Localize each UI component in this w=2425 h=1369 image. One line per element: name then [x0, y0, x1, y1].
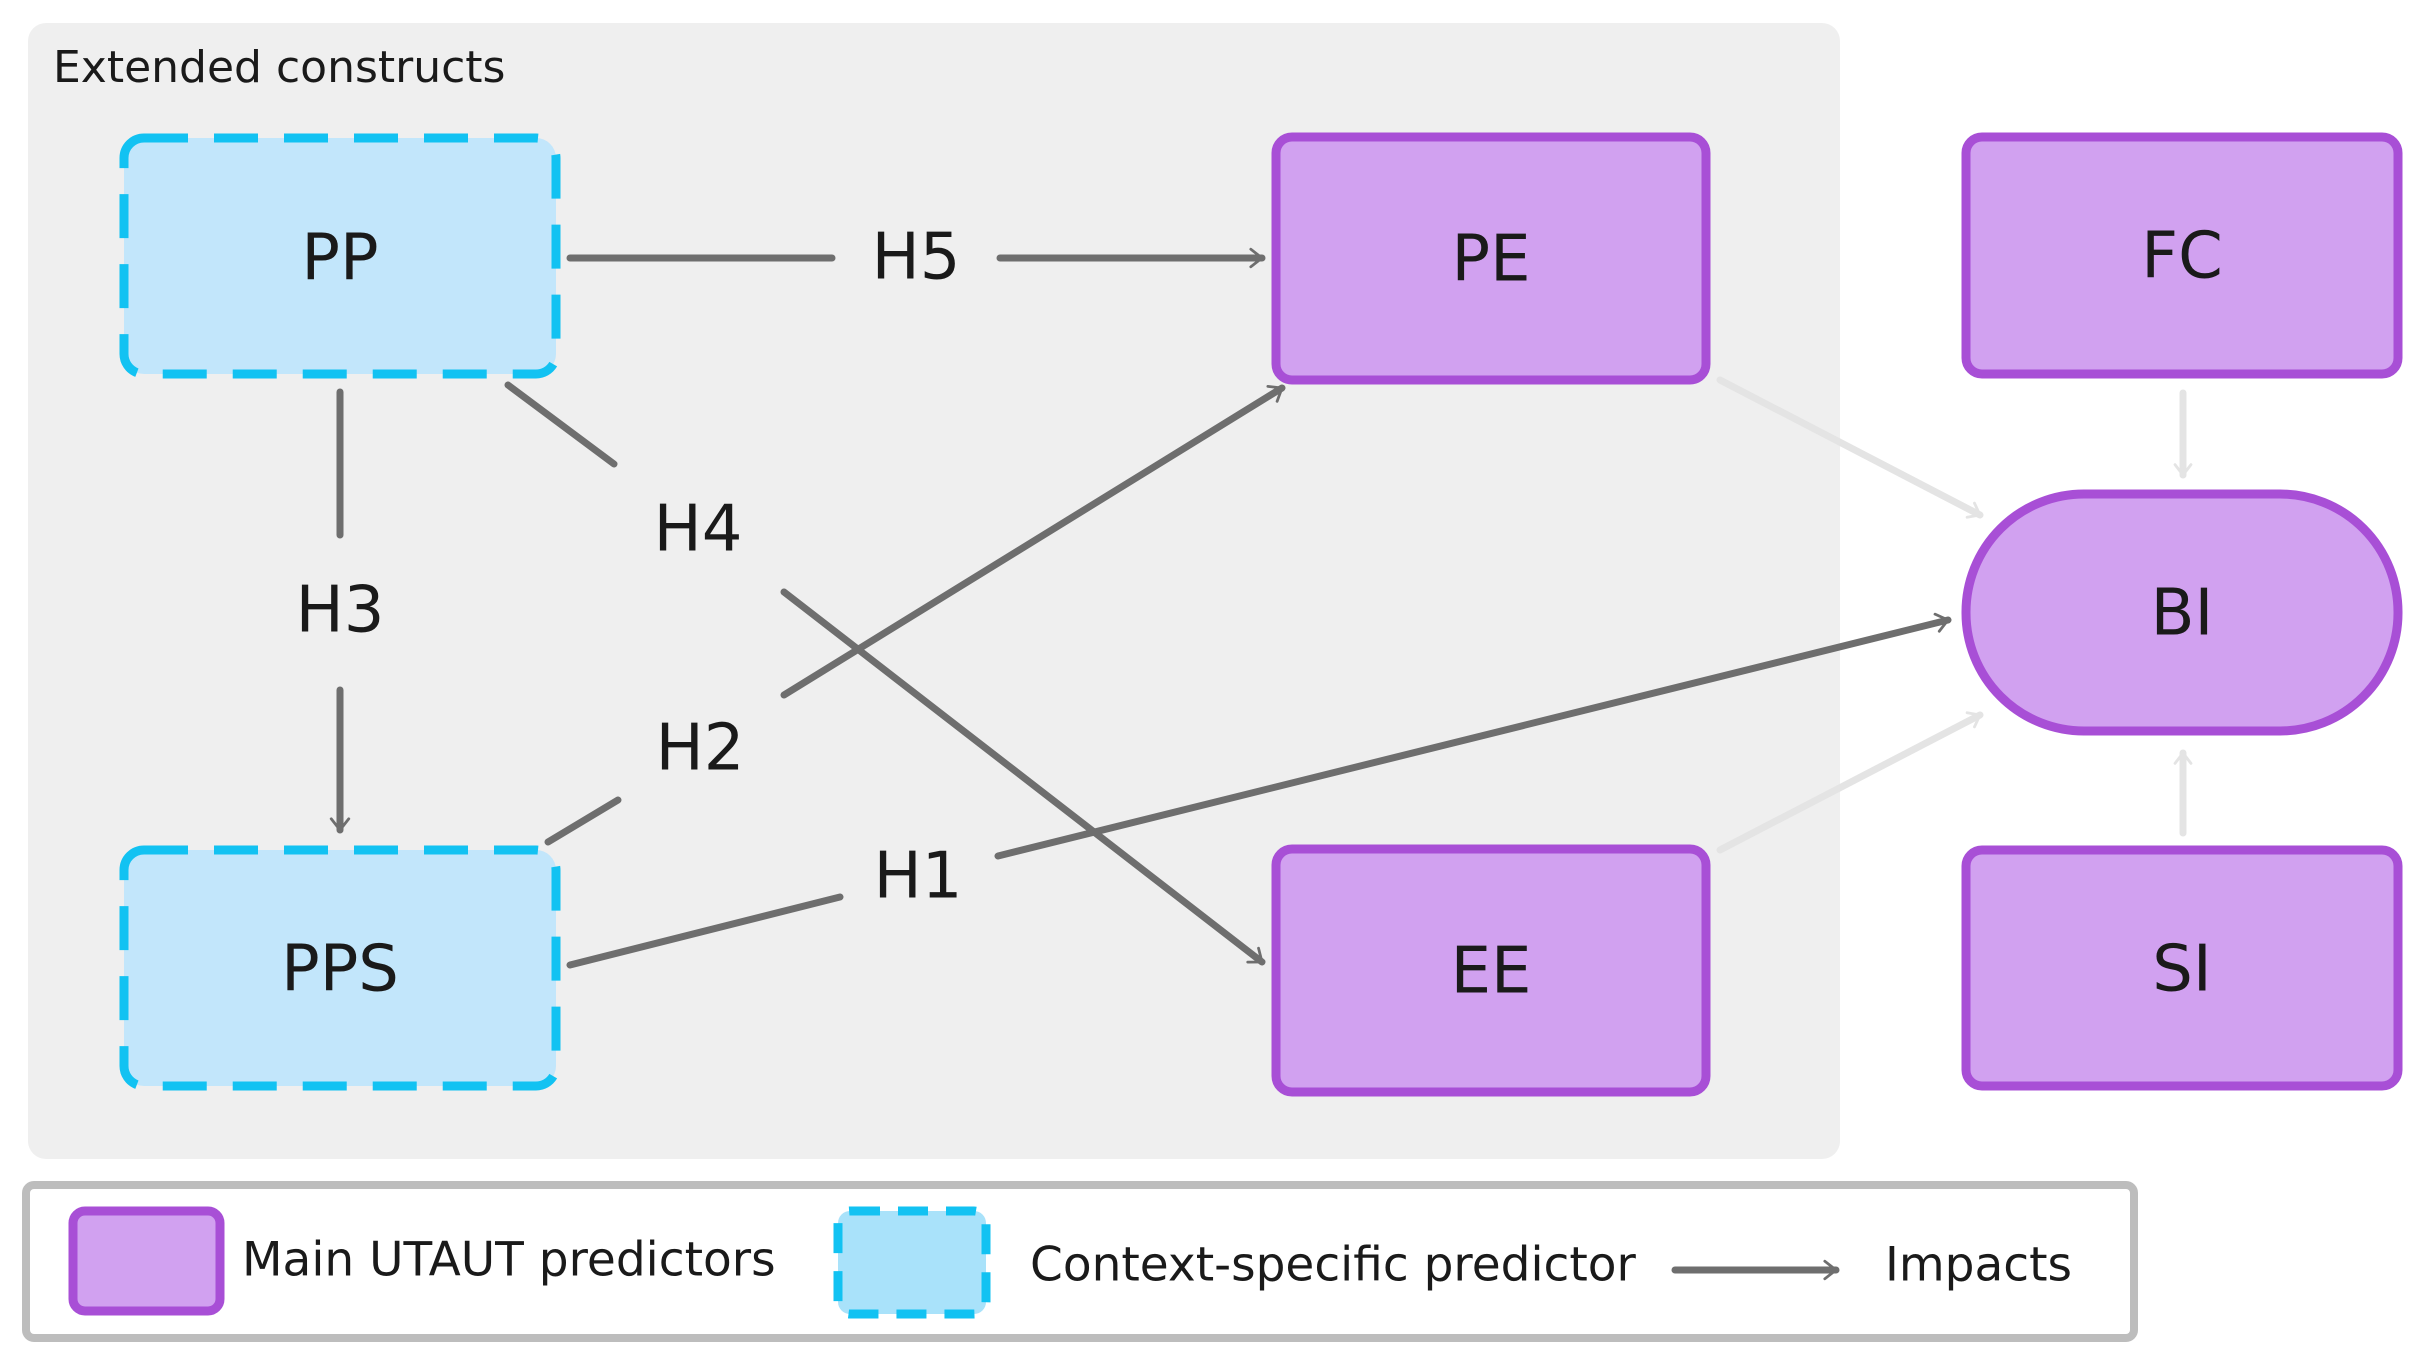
- label-h2: H2: [656, 712, 745, 786]
- legend: Main UTAUT predictors Context-specific p…: [22, 1181, 2138, 1342]
- node-pp-label: PP: [301, 222, 378, 296]
- legend-context-swatch: [833, 1206, 991, 1319]
- hypothesis-arrows: [329, 247, 1952, 969]
- node-ee: EE: [1271, 844, 1711, 1097]
- arrow-h4-segment-b: [780, 588, 1266, 966]
- node-pe-label: PE: [1451, 223, 1530, 297]
- label-h1: H1: [874, 840, 963, 914]
- arrow-h1-segment-a: [566, 893, 844, 969]
- node-si: SI: [1961, 845, 2403, 1091]
- arrow-h2-segment-a: [544, 796, 622, 846]
- arrow-ee-bi: [1716, 711, 1984, 854]
- node-bi-label: BI: [2151, 577, 2214, 651]
- label-h3: H3: [296, 574, 385, 648]
- arrow-pe-bi: [1716, 376, 1984, 519]
- node-pps: PPS: [119, 845, 561, 1091]
- faint-arrows: [1716, 376, 2193, 854]
- node-pp: PP: [119, 133, 561, 379]
- node-fc-label: FC: [2141, 220, 2223, 294]
- hypothesis-labels: H5 H3 H4 H2 H1: [296, 221, 963, 914]
- node-si-label: SI: [2152, 933, 2212, 1007]
- legend-impacts-label: Impacts: [1885, 1238, 2072, 1293]
- node-fc: FC: [1961, 132, 2403, 379]
- node-bi: BI: [1961, 489, 2403, 736]
- node-ee-label: EE: [1451, 935, 1532, 1009]
- legend-main-swatch: [68, 1206, 225, 1316]
- arrow-h1-segment-b: [994, 612, 1952, 860]
- arrow-h2-segment-b: [780, 384, 1286, 699]
- group-title: Extended constructs: [53, 42, 505, 93]
- label-h5: H5: [872, 221, 961, 295]
- node-pe: PE: [1271, 132, 1711, 385]
- legend-context-label: Context-specific predictor: [1030, 1238, 1637, 1293]
- arrow-h4-segment-a: [504, 381, 618, 468]
- legend-main-label: Main UTAUT predictors: [242, 1233, 776, 1288]
- label-h4: H4: [654, 493, 743, 567]
- node-pps-label: PPS: [281, 933, 399, 1007]
